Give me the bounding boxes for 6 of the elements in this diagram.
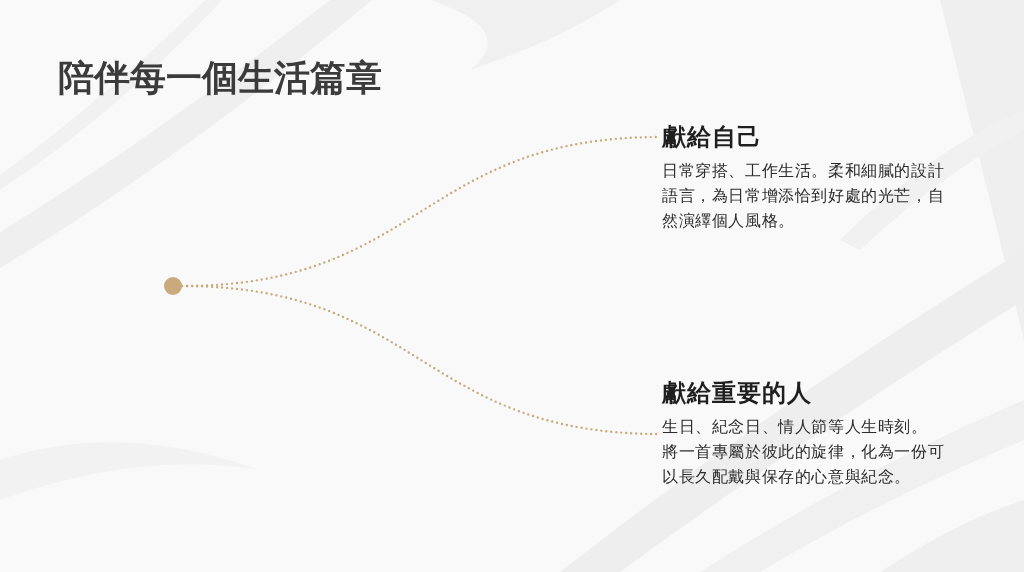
page-title: 陪伴每一個生活篇章 xyxy=(58,55,382,100)
section-description: 生日、紀念日、情人節等人生時刻。 xyxy=(662,416,929,438)
section-description: 日常穿搭、工作生活。柔和細膩的設計語言，為日常增添恰到好處的光芒，自然演繹個人風格。 xyxy=(662,160,946,232)
section-heading: 獻給自己 xyxy=(662,122,762,152)
section-heading: 獻給重要的人 xyxy=(662,378,812,408)
section-description: 將一首專屬於彼此的旋律，化為一份可以長久配戴與保存的心意與紀念。 xyxy=(662,441,946,488)
